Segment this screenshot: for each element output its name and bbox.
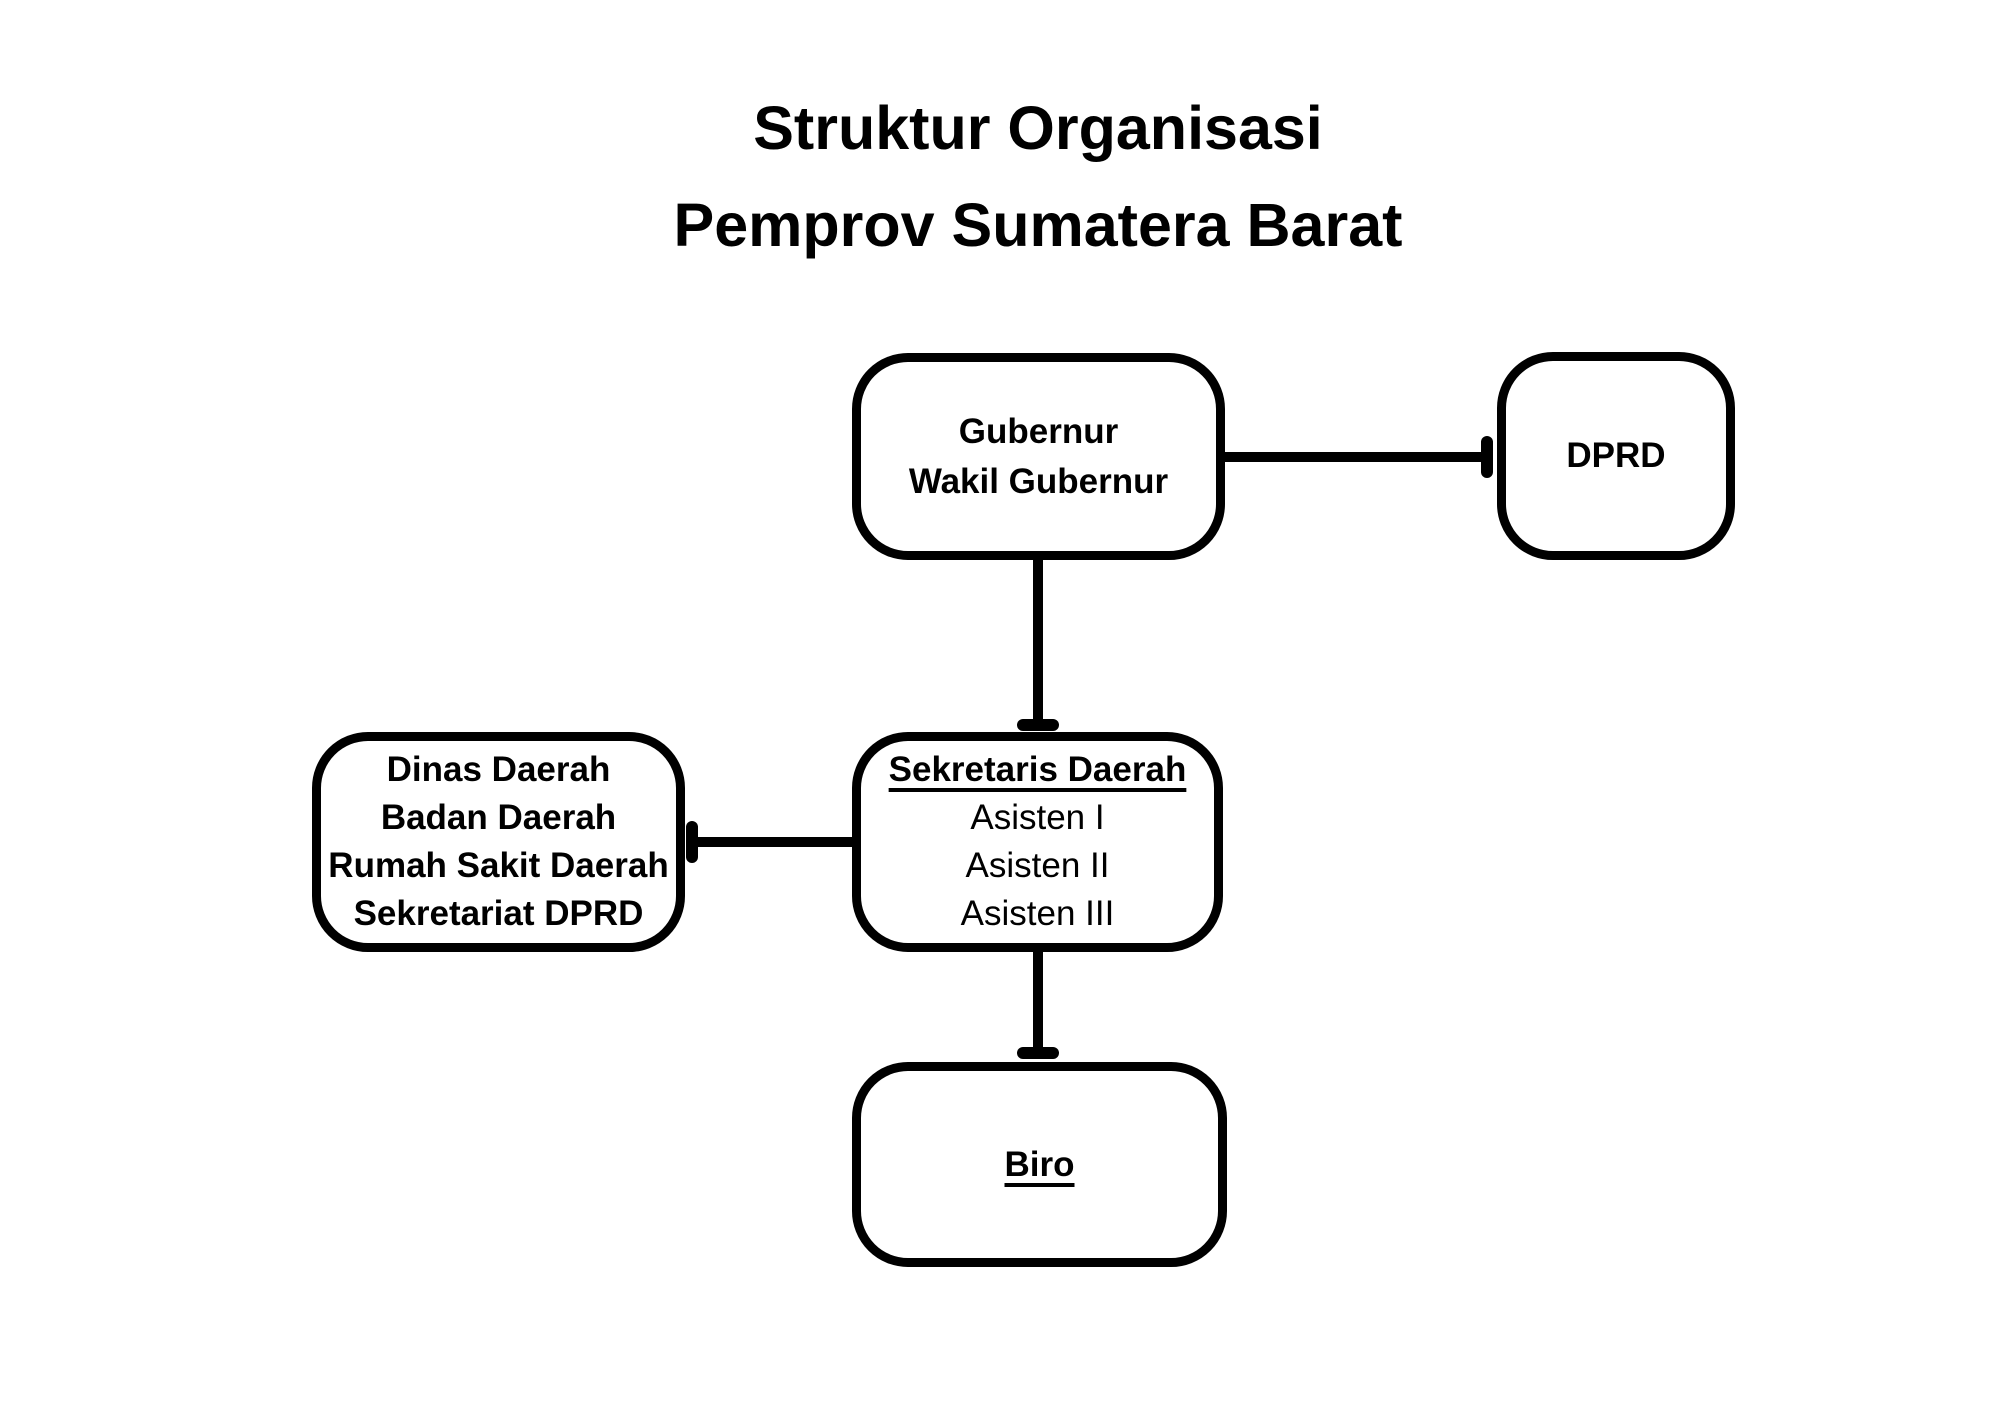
connector-endcap-sekretaris [1017,719,1059,731]
node-sekretaris-daerah-item-1: Asisten I [970,798,1105,837]
node-gubernur-line-2: Wakil Gubernur [908,461,1169,501]
node-dprd-label: DPRD [1566,436,1666,475]
node-sekretaris-daerah-heading: Sekretaris Daerah [888,750,1187,789]
node-sekretaris-daerah-item-3: Asisten III [960,894,1115,933]
diagram-title: Struktur Organisasi Pemprov Sumatera Bar… [674,80,1403,274]
node-perangkat-daerah-line-2: Badan Daerah [380,798,617,837]
node-perangkat-daerah: Dinas Daerah Badan Daerah Rumah Sakit Da… [312,732,685,952]
diagram-title-line-2: Pemprov Sumatera Barat [673,191,1403,259]
connector-gubernur-sekretaris [1033,558,1043,722]
connector-sekretaris-perangkat [698,837,854,847]
node-biro: Biro [852,1062,1227,1267]
node-perangkat-daerah-line-1: Dinas Daerah [386,750,611,789]
node-sekretaris-daerah-item-2: Asisten II [965,846,1110,885]
connector-gubernur-dprd [1225,452,1483,462]
node-perangkat-daerah-line-3: Rumah Sakit Daerah [328,846,669,885]
node-gubernur: Gubernur Wakil Gubernur [852,353,1225,560]
node-dprd: DPRD [1497,352,1735,560]
node-perangkat-daerah-line-4: Sekretariat DPRD [353,894,644,933]
node-gubernur-line-1: Gubernur [958,411,1119,451]
connector-endcap-perangkat [686,821,698,863]
node-biro-heading: Biro [1004,1144,1075,1184]
node-sekretaris-daerah: Sekretaris Daerah Asisten I Asisten II A… [852,732,1223,952]
connector-endcap-dprd [1481,436,1493,478]
diagram-title-line-1: Struktur Organisasi [753,94,1323,162]
connector-endcap-biro [1017,1047,1059,1059]
connector-sekretaris-biro [1033,950,1043,1050]
